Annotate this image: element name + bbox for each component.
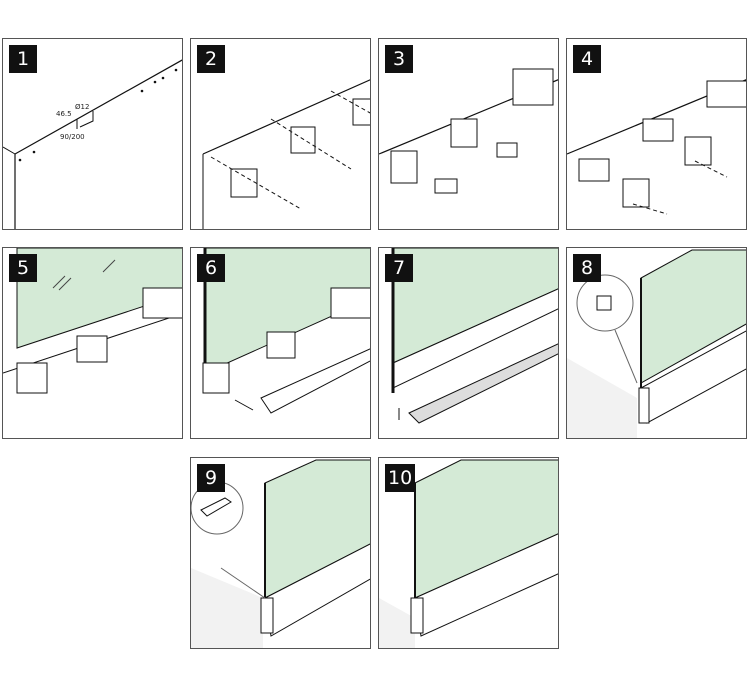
step-number: 6 <box>197 254 225 282</box>
hole-diameter-label: Ø12 <box>75 103 89 111</box>
finished-railing-illustration <box>379 459 558 648</box>
step-number: 8 <box>573 254 601 282</box>
step-number: 4 <box>573 45 601 73</box>
wall-drilling-illustration: Ø12 46.5 90/200 <box>3 59 182 229</box>
step-8-panel: 8 <box>566 247 747 439</box>
glass-insertion-illustration <box>3 248 182 394</box>
step-6-panel: 6 <box>190 247 371 439</box>
seal-insertion-illustration <box>191 459 370 648</box>
step-number: 2 <box>197 45 225 73</box>
step-4-panel: 4 <box>566 38 747 230</box>
step-5-panel: 5 <box>2 247 183 439</box>
bottom-profile-illustration <box>391 248 558 424</box>
step-3-panel: 3 <box>378 38 559 230</box>
bracket-fixed-illustration <box>379 68 558 194</box>
gasket-detail-illustration <box>567 249 746 438</box>
step-number: 9 <box>197 464 225 492</box>
spacing-label: 90/200 <box>60 133 85 141</box>
step-9-panel: 9 <box>190 457 371 649</box>
step-10-panel: 10 <box>378 457 559 649</box>
bracket-mounting-illustration <box>202 79 370 229</box>
step-number: 7 <box>385 254 413 282</box>
step-7-panel: 7 <box>378 247 559 439</box>
edge-distance-label: 46.5 <box>56 110 72 118</box>
step-1-panel: Ø12 46.5 90/200 1 <box>2 38 183 230</box>
step-number: 3 <box>385 45 413 73</box>
cover-profile-illustration <box>202 248 370 414</box>
step-number: 10 <box>385 464 416 492</box>
step-number: 5 <box>9 254 37 282</box>
clamp-placement-illustration <box>567 79 746 215</box>
step-2-panel: 2 <box>190 38 371 230</box>
step-number: 1 <box>9 45 37 73</box>
